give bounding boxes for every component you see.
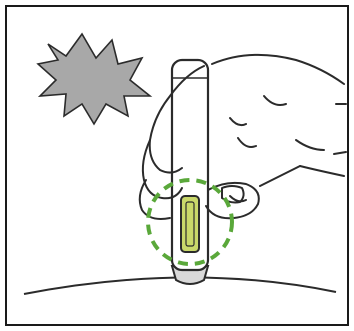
dashed-circle-highlight-icon bbox=[146, 178, 234, 266]
hand-icon bbox=[138, 53, 347, 220]
pen-window bbox=[180, 195, 200, 253]
frame-border bbox=[5, 5, 349, 326]
pen-window-inner bbox=[185, 201, 195, 247]
starburst-icon bbox=[36, 32, 153, 126]
